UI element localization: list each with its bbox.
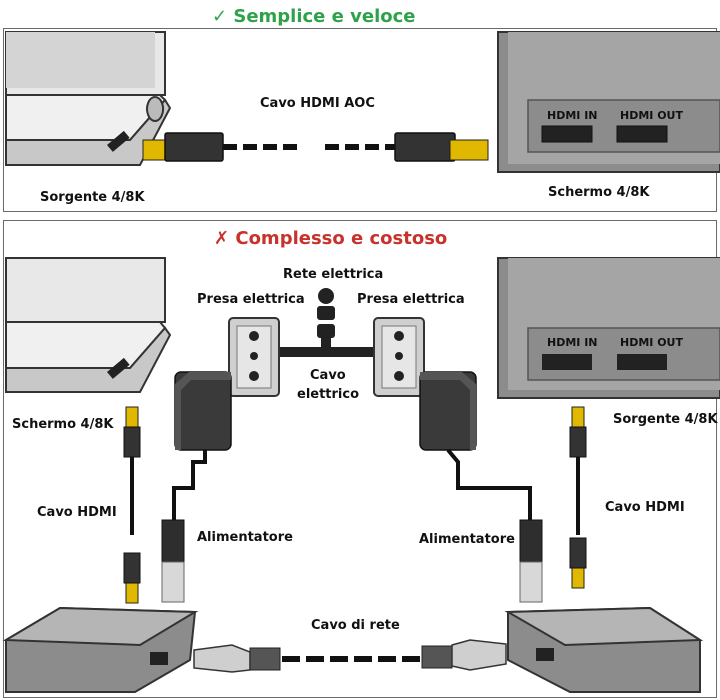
box-left <box>2 606 199 693</box>
screen-device <box>497 31 720 173</box>
aoc-cable <box>142 132 489 162</box>
top-screen-label: Schermo 4/8K <box>548 185 650 200</box>
complex-heading: ✗ Complesso e costoso <box>214 228 448 249</box>
top-source-label: Sorgente 4/8K <box>40 190 145 205</box>
network-cable-label: Cavo di rete <box>311 618 400 633</box>
aoc-cable-label: Cavo HDMI AOC <box>260 96 375 111</box>
top-port-in-label: HDMI IN <box>547 109 598 122</box>
hdmi-cable-left <box>123 406 141 604</box>
power-cable-label-line2: elettrico <box>297 387 360 402</box>
cross-icon: ✗ <box>214 228 236 249</box>
source-device <box>5 31 172 166</box>
bottom-port-in-label: HDMI IN <box>547 336 598 349</box>
simple-heading: ✓ Semplice e veloce <box>212 6 416 27</box>
left-device <box>5 257 172 393</box>
socket-left <box>228 317 280 397</box>
socket-right <box>373 317 425 397</box>
bottom-source-label: Sorgente 4/8K <box>613 412 718 427</box>
top-port-out-label: HDMI OUT <box>620 109 683 122</box>
socket-right-label: Presa elettrica <box>357 292 465 307</box>
hdmi-right-label: Cavo HDMI <box>605 500 685 515</box>
psu-left-label: Alimentatore <box>197 530 293 545</box>
right-device <box>497 257 720 399</box>
bottom-screen-label: Schermo 4/8K <box>12 417 114 432</box>
hdmi-left-label: Cavo HDMI <box>37 505 117 520</box>
box-right <box>504 606 704 693</box>
bottom-port-out-label: HDMI OUT <box>620 336 683 349</box>
hdmi-cable-right <box>569 406 587 589</box>
psu-right-label: Alimentatore <box>419 532 515 547</box>
power-cable-label-line1: Cavo <box>310 368 346 383</box>
checkmark-icon: ✓ <box>212 6 234 27</box>
psu-left <box>161 371 232 603</box>
socket-left-label: Presa elettrica <box>197 292 305 307</box>
network-cable <box>193 639 507 673</box>
psu-right <box>419 371 543 603</box>
mains-label: Rete elettrica <box>283 267 384 282</box>
